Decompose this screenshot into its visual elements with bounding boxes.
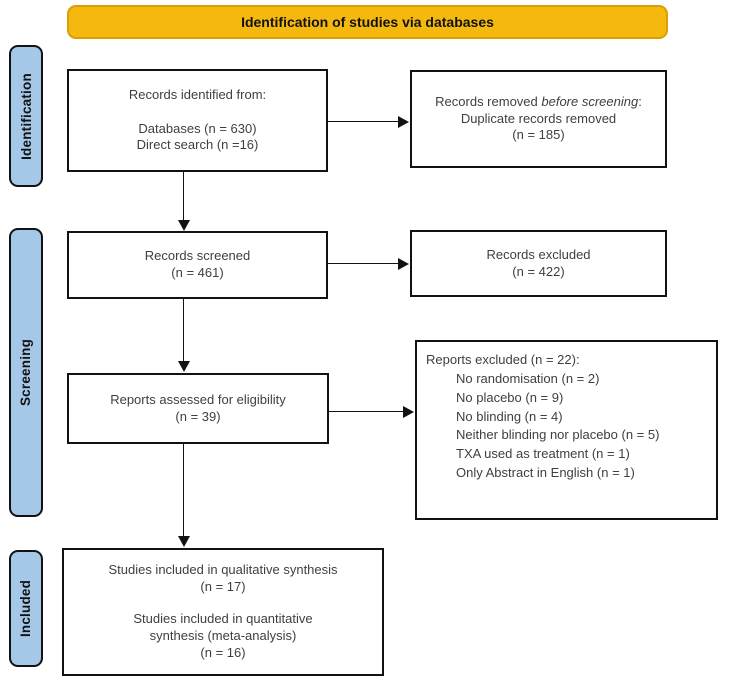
records-removed-title: Records removed before screening: <box>435 94 642 111</box>
arrow-identified-to-screened-head <box>178 220 190 231</box>
records-removed-prefix: Records removed <box>435 93 542 109</box>
arrow-screened-to-excluded-line <box>328 263 400 264</box>
box-records-excluded: Records excluded (n = 422) <box>410 230 667 297</box>
arrow-screened-to-assessed-line <box>183 299 184 363</box>
banner-label: Identification of studies via databases <box>241 14 494 30</box>
box-reports-excluded: Reports excluded (n = 22): No randomisat… <box>415 340 718 520</box>
box-records-screened: Records screened (n = 461) <box>67 231 328 299</box>
records-removed-duplicates: Duplicate records removed <box>460 110 617 126</box>
reports-excluded-item: No randomisation (n = 2) <box>456 370 600 386</box>
records-removed-italic: before screening <box>541 93 639 109</box>
reports-excluded-item: No placebo (n = 9) <box>456 389 564 405</box>
arrow-assessed-to-reports-excluded-line <box>329 411 405 412</box>
reports-excluded-item: TXA used as treatment (n = 1) <box>456 446 630 462</box>
included-quantitative-count: (n = 16) <box>200 644 246 660</box>
reports-assessed-count: (n = 39) <box>175 408 221 424</box>
arrow-identified-to-removed-head <box>398 116 409 128</box>
reports-assessed-title: Reports assessed for eligibility <box>110 391 286 407</box>
included-qualitative-count: (n = 17) <box>200 579 246 595</box>
included-quantitative-line: Studies included in quantitative <box>133 611 313 627</box>
arrow-screened-to-assessed-head <box>178 361 190 372</box>
reports-excluded-item: No blinding (n = 4) <box>456 408 563 424</box>
records-removed-count: (n = 185) <box>512 127 565 143</box>
reports-excluded-item: Neither blinding nor placebo (n = 5) <box>456 427 660 443</box>
arrow-screened-to-excluded-head <box>398 258 409 270</box>
records-screened-count: (n = 461) <box>171 265 224 280</box>
arrow-assessed-to-included-head <box>178 536 190 547</box>
arrow-assessed-to-included-line <box>183 444 184 538</box>
records-screened-title: Records screened <box>144 248 251 264</box>
stage-tab-included: Included <box>9 550 43 667</box>
stage-tab-screening: Screening <box>9 228 43 517</box>
records-excluded-count: (n = 422) <box>512 263 565 279</box>
stage-tab-screening-label: Screening <box>18 338 34 407</box>
records-identified-direct-search: Direct search (n =16) <box>136 137 259 153</box>
reports-excluded-item: Only Abstract in English (n = 1) <box>456 465 635 481</box>
stage-tab-identification: Identification <box>9 45 43 187</box>
records-identified-title: Records identified from: <box>128 86 267 102</box>
box-reports-assessed: Reports assessed for eligibility (n = 39… <box>67 373 329 444</box>
reports-excluded-header: Reports excluded (n = 22): <box>426 352 580 367</box>
records-removed-suffix: : <box>638 93 642 109</box>
records-excluded-title: Records excluded <box>486 246 591 262</box>
box-records-identified: Records identified from: Databases (n = … <box>67 69 328 172</box>
records-identified-databases: Databases (n = 630) <box>138 120 257 136</box>
arrow-identified-to-removed-line <box>328 121 400 122</box>
stage-tab-included-label: Included <box>18 579 34 638</box>
included-qualitative-line: Studies included in qualitative synthesi… <box>108 562 338 578</box>
banner-identification-via-databases: Identification of studies via databases <box>67 5 668 39</box>
included-quantitative-line2: synthesis (meta-analysis) <box>149 627 297 643</box>
arrow-assessed-to-reports-excluded-head <box>403 406 414 418</box>
box-studies-included: Studies included in qualitative synthesi… <box>62 548 384 676</box>
box-records-removed: Records removed before screening: Duplic… <box>410 70 667 168</box>
arrow-identified-to-screened-line <box>183 172 184 222</box>
stage-tab-identification-label: Identification <box>18 72 34 160</box>
